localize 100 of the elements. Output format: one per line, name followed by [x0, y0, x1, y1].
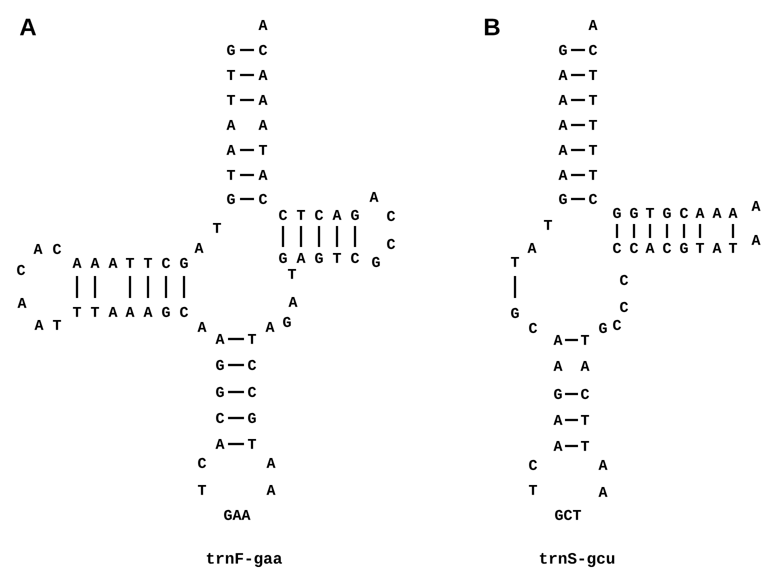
nucleotide-letter: G [180, 258, 188, 268]
nucleotide-letter: A [696, 208, 704, 218]
nucleotide-letter: A [712, 208, 722, 218]
nucleotide-letter: C [387, 238, 396, 250]
nucleotide-letter: A [194, 243, 204, 253]
nucleotide-letter: A [144, 307, 152, 317]
nucleotide-letter: A [370, 192, 378, 202]
trna-name: trnF-gaa [206, 552, 282, 567]
nucleotide-letter: T [72, 307, 82, 317]
nucleotide-letter: C [620, 302, 628, 312]
nucleotide-letter: T [510, 257, 520, 267]
nucleotide-letter: G [315, 252, 323, 264]
nucleotide-letter: A [198, 322, 206, 332]
nucleotide-letter: A [752, 201, 760, 211]
nucleotide-letter: C [613, 320, 622, 330]
nucleotide-letter: A [90, 258, 100, 268]
nucleotide-letter: A [752, 235, 760, 245]
nucleotide-letter: T [248, 334, 256, 344]
nucleotide-letter: G [511, 308, 519, 318]
nucleotide-letter: A [558, 145, 568, 155]
nucleotide-letter: T [226, 170, 236, 180]
nucleotide-letter: A [226, 145, 236, 155]
nucleotide-letter: T [580, 415, 590, 425]
nucleotide-letter: T [544, 220, 552, 230]
nucleotide-letter: A [266, 322, 274, 332]
nucleotide-letter: T [588, 70, 598, 80]
nucleotide-letter: GAA [224, 510, 250, 520]
nucleotide-letter: A [728, 208, 738, 218]
nucleotide-letter: C [351, 252, 360, 264]
nucleotide-letter: T [248, 439, 256, 449]
nucleotide-letter: C [529, 322, 538, 334]
nucleotide-letter: T [226, 70, 236, 80]
trna-name: trnS-gcu [540, 552, 614, 568]
nucleotide-letter: G [559, 44, 567, 56]
nucleotide-letter: T [588, 145, 598, 155]
nucleotide-letter: T [696, 243, 704, 253]
nucleotide-letter: C [259, 194, 268, 204]
nucleotide-letter: A [216, 439, 224, 449]
nucleotide-letter: A [554, 415, 562, 425]
nucleotide-letter: C [248, 386, 256, 398]
nucleotide-letter: T [126, 258, 134, 268]
nucleotide-letter: C [589, 44, 598, 56]
nucleotide-letter: T [296, 210, 306, 220]
nucleotide-letter: C [17, 264, 26, 276]
nucleotide-letter: T [258, 145, 268, 155]
nucleotide-letter: A [18, 298, 26, 308]
nucleotide-letter: A [258, 70, 268, 80]
nucleotide-letter: T [52, 320, 62, 330]
nucleotide-letter: A [558, 170, 568, 180]
nucleotide-letter: A [34, 320, 44, 330]
nucleotide-letter: G [613, 208, 621, 218]
nucleotide-letter: G [680, 242, 688, 254]
nucleotide-letter: T [588, 170, 598, 180]
nucleotide-letter: G [216, 360, 224, 370]
nucleotide-letter: A [108, 258, 118, 268]
nucleotide-letter: A [646, 243, 654, 253]
nucleotide-letter: T [144, 258, 152, 268]
nucleotide-letter: A [258, 170, 268, 180]
nucleotide-letter: A [288, 297, 298, 307]
nucleotide-letter: C [663, 242, 672, 254]
nucleotide-letter: A [126, 307, 134, 317]
nucleotide-letter: A [108, 307, 118, 317]
nucleotide-letter: T [332, 253, 342, 263]
nucleotide-letter: A [34, 244, 42, 254]
nucleotide-letter: A [266, 458, 276, 468]
nucleotide-letter: A [258, 20, 268, 30]
nucleotide-letter: A [554, 441, 562, 451]
nucleotide-letter: T [728, 243, 738, 253]
nucleotide-letter: G [162, 306, 170, 318]
nucleotide-letter: G [630, 208, 638, 218]
nucleotide-letter: C [248, 360, 256, 370]
nucleotide-letter: C [216, 412, 224, 424]
nucleotide-letter: C [162, 258, 170, 268]
nucleotide-letter: G [372, 256, 380, 268]
nucleotide-letter: A [558, 95, 568, 105]
nucleotide-letter: C [259, 44, 268, 56]
nucleotide-letter: T [198, 485, 206, 495]
nucleotide-letter: A [528, 243, 536, 253]
nucleotide-letter: T [580, 335, 590, 345]
nucleotide-letter: T [226, 95, 236, 105]
nucleotide-letter: A [226, 120, 236, 130]
nucleotide-letter: C [589, 194, 598, 204]
nucleotide-letter: A [216, 334, 224, 344]
nucleotide-letter: A [72, 258, 82, 268]
nucleotide-letter: T [588, 95, 598, 105]
nucleotide-letter: G [227, 44, 235, 56]
nucleotide-letter: C [180, 306, 188, 318]
nucleotide-letter: A [296, 253, 306, 263]
nucleotide-letter: A [258, 120, 268, 130]
nucleotide-letter: A [554, 361, 562, 371]
nucleotide-letter: G [663, 208, 671, 218]
nucleotide-letter: T [580, 441, 590, 451]
nucleotide-letter: T [288, 269, 296, 279]
nucleotide-letter: G [554, 388, 562, 400]
nucleotide-letter: G [279, 252, 287, 264]
nucleotide-letter: G [216, 386, 224, 398]
nucleotide-letter: A [558, 120, 568, 130]
nucleotide-letter: G [599, 322, 607, 334]
nucleotide-letter: G [227, 194, 235, 204]
nucleotide-letter: A [712, 243, 722, 253]
